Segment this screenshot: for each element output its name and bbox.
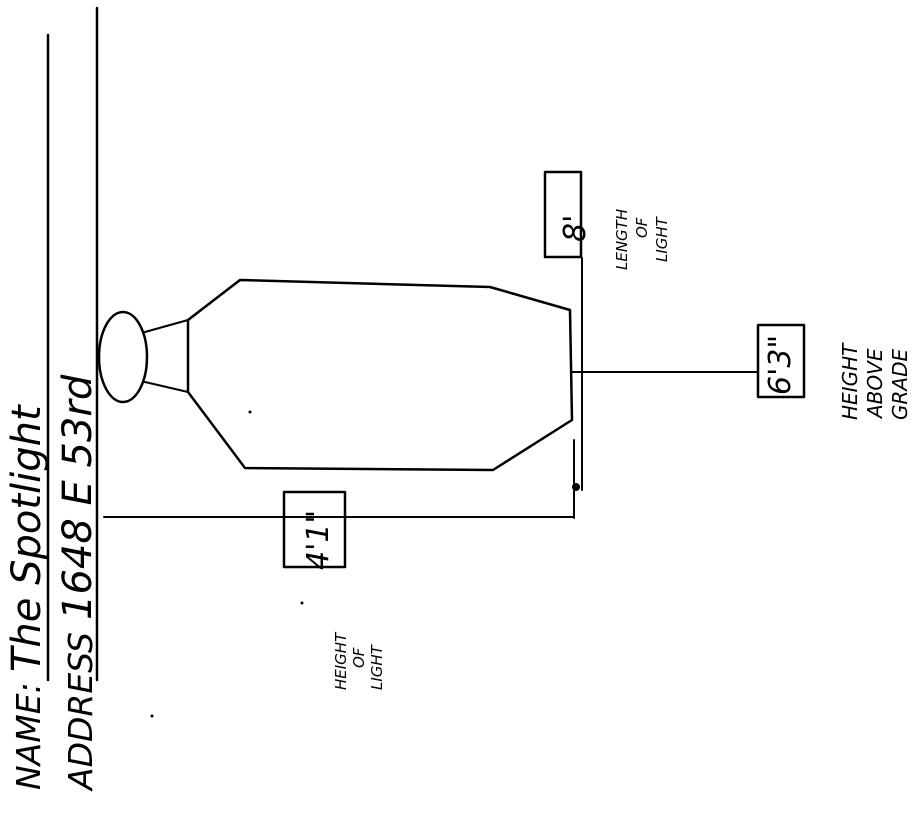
length-of-light-label-2: OF — [633, 217, 651, 238]
height-above-grade-label-2: ABOVE — [863, 348, 887, 420]
stray-mark — [300, 601, 304, 605]
height-of-light-label-1: HEIGHT — [332, 631, 350, 690]
height-of-light-label-3: LIGHT — [368, 643, 386, 690]
length-of-light-label-1: LENGTH — [613, 209, 631, 270]
sign-body-outline — [186, 278, 574, 472]
stray-mark — [150, 714, 154, 718]
name-label: NAME: — [9, 682, 48, 790]
height-of-light-box — [282, 490, 347, 569]
height-above-grade-value: 6'3" — [763, 335, 798, 395]
fixture-neck-top — [144, 319, 189, 333]
length-of-light-box — [543, 170, 583, 259]
height-of-light-value: 4'1" — [301, 510, 336, 570]
business-name: The Spotlight — [4, 404, 50, 672]
stray-mark — [248, 410, 252, 414]
length-of-light-end-dot — [572, 483, 580, 491]
fixture-neck-bottom — [144, 381, 189, 393]
height-above-grade-label-1: HEIGHT — [838, 342, 862, 420]
height-above-grade-box — [756, 323, 806, 399]
length-of-light-value: 8' — [558, 215, 593, 242]
business-address: 1648 E 53rd — [55, 374, 101, 620]
address-label: ADDRESS — [61, 632, 100, 792]
light-fixture-oval — [97, 310, 149, 404]
length-of-light-label-3: LIGHT — [653, 215, 671, 262]
height-of-light-label-2: OF — [350, 647, 368, 668]
height-above-grade-label-3: GRADE — [888, 349, 912, 420]
